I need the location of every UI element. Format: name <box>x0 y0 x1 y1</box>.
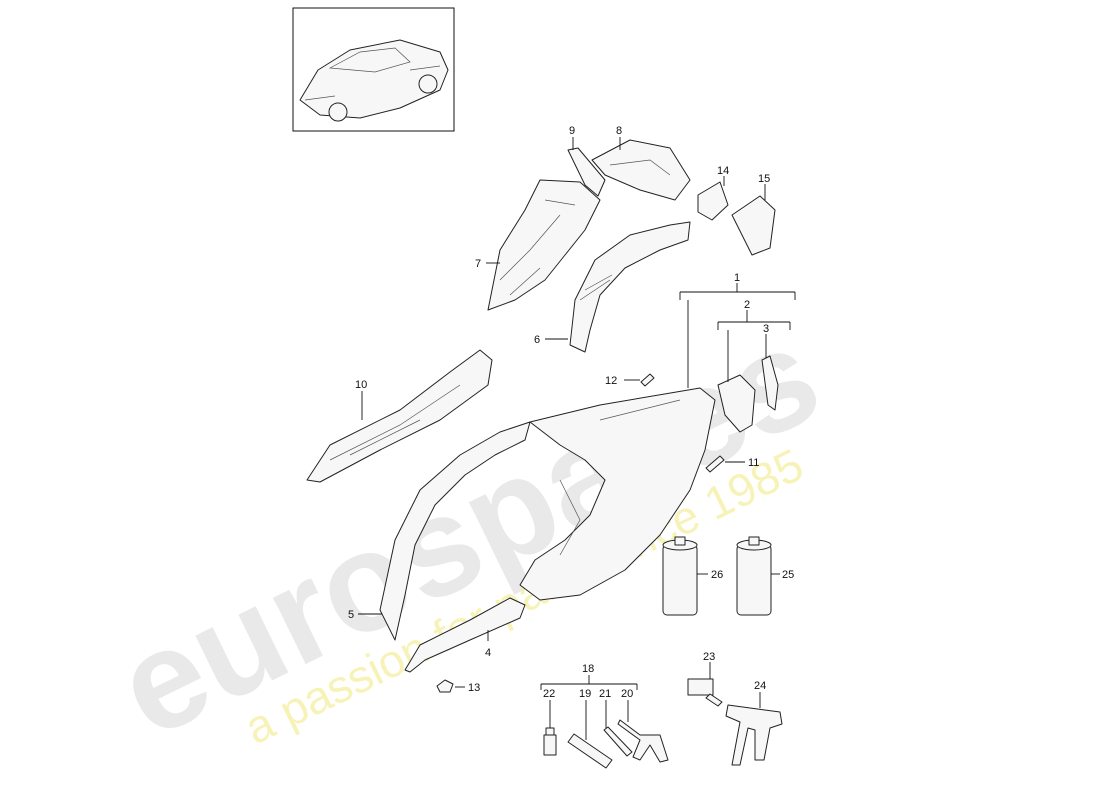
part-26-cartridge <box>662 536 698 616</box>
callout-3: 3 <box>763 323 769 335</box>
part-2-reinforcement <box>717 374 756 433</box>
part-5-side-frame <box>379 421 531 641</box>
callout-4: 4 <box>485 647 491 659</box>
part-3-bracket <box>761 355 779 411</box>
part-7-inner-side-panel <box>487 179 601 311</box>
callout-5: 5 <box>348 609 354 621</box>
part-8-panel <box>591 139 691 201</box>
part-19-tube <box>567 733 613 769</box>
callout-24: 24 <box>754 680 766 692</box>
callout-2: 2 <box>744 299 750 311</box>
callout-13: 13 <box>468 682 480 694</box>
part-15-panel <box>731 195 776 256</box>
part-11-strip <box>705 455 725 473</box>
part-1-side-section <box>519 387 716 601</box>
callout-25: 25 <box>782 569 794 581</box>
callout-11: 11 <box>748 457 759 469</box>
part-23-box <box>687 678 714 696</box>
callout-9: 9 <box>569 125 575 137</box>
callout-23: 23 <box>703 651 715 663</box>
part-20-applicator <box>617 719 669 763</box>
callout-labels: 9 8 14 15 7 1 2 3 6 10 12 11 26 25 5 4 2… <box>348 125 794 700</box>
leader-lines <box>358 137 796 740</box>
part-21-nozzle <box>603 726 633 757</box>
callout-6: 6 <box>534 334 540 346</box>
callout-12: 12 <box>605 375 617 387</box>
part-25-cartridge <box>736 536 772 616</box>
part-14-cover <box>697 181 729 221</box>
callout-21: 21 <box>599 688 611 700</box>
callout-26: 26 <box>711 569 723 581</box>
part-24-dispenser-gun <box>725 704 783 766</box>
car-thumbnail <box>292 7 455 132</box>
callout-10: 10 <box>355 379 367 391</box>
part-4-sill-cover <box>404 597 526 673</box>
part-6-wheel-arch <box>569 221 691 353</box>
part-22-bottle <box>543 734 557 756</box>
part-10-sill-member <box>306 349 493 483</box>
part-12-clip <box>640 373 655 387</box>
callout-18: 18 <box>582 663 594 675</box>
callout-14: 14 <box>717 165 729 177</box>
callout-1: 1 <box>734 272 740 284</box>
callout-15: 15 <box>758 173 770 185</box>
callout-19: 19 <box>579 688 591 700</box>
part-13-grommet <box>436 679 454 693</box>
callout-22: 22 <box>543 688 555 700</box>
callout-8: 8 <box>616 125 622 137</box>
callout-7: 7 <box>475 258 481 270</box>
part-9-bracket <box>567 147 606 197</box>
callout-20: 20 <box>621 688 633 700</box>
